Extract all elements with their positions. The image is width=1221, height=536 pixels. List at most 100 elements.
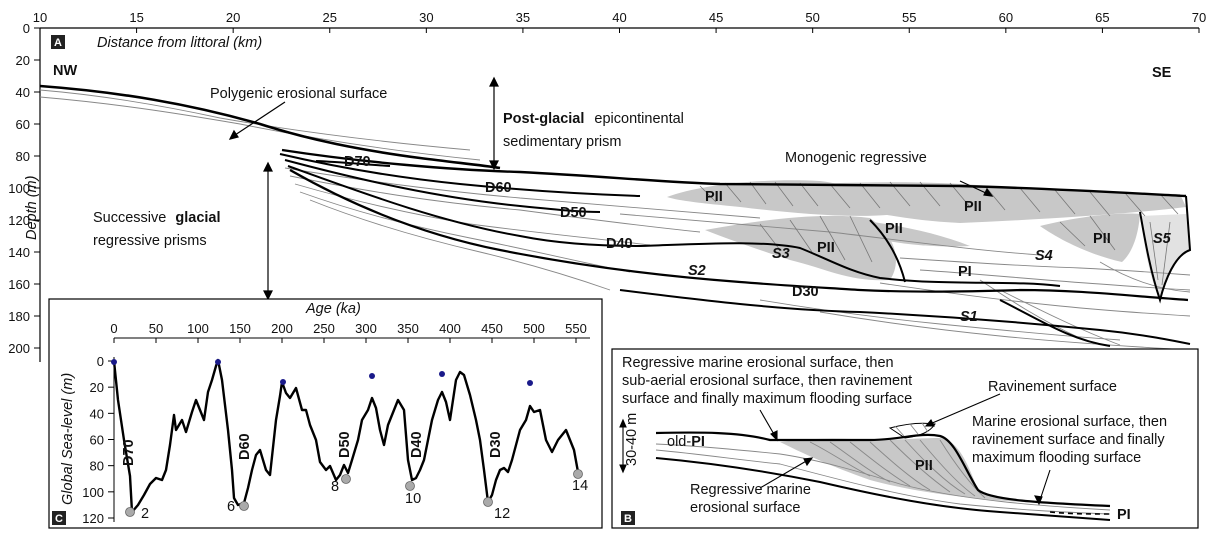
lowstand-marker — [483, 497, 493, 507]
c-x-tick-label: 450 — [481, 321, 503, 336]
successive-text: Successive — [93, 210, 166, 226]
pii-prism — [1040, 213, 1140, 262]
y-tick-label: 120 — [8, 213, 30, 228]
marine-line-3: maximum flooding surface — [972, 450, 1141, 466]
c-x-tick-label: 100 — [187, 321, 209, 336]
c-d40-label: D40 — [409, 431, 425, 458]
c-discontinuity-labels: D70 D60 D50 D40 D30 — [121, 431, 504, 466]
x-tick-label: 35 — [516, 10, 530, 25]
x-tick-label: 60 — [999, 10, 1013, 25]
pii-prism — [760, 182, 1186, 223]
x-tick-label: 20 — [226, 10, 240, 25]
b-text-line-1: Regressive marine erosional surface, the… — [622, 355, 894, 371]
c-d50-label: D50 — [337, 431, 353, 458]
lowstand-markers — [125, 469, 583, 517]
marine-text: Marine erosional surface, then ravinemen… — [972, 414, 1167, 466]
panel-c-letter: C — [55, 513, 63, 525]
lowstand-marker — [405, 481, 415, 491]
panel-letter-box — [51, 35, 65, 49]
b-text-line-2: sub-aerial erosional surface, then ravin… — [622, 373, 912, 389]
x-tick-label: 30 — [419, 10, 433, 25]
old-pi-label: old-PI — [667, 434, 705, 450]
x-tick-label: 65 — [1095, 10, 1109, 25]
marine-line-2: ravinement surface and finally — [972, 432, 1165, 448]
y-tick-label: 60 — [16, 117, 30, 132]
highstand-marker — [527, 380, 533, 386]
d70-line — [315, 160, 391, 167]
b-pii-label: PII — [915, 458, 933, 474]
c-y-tick-label: 80 — [90, 459, 104, 474]
c-y-axis-title: Global Sea-level (m) — [60, 373, 76, 505]
c-x-tick-label: 550 — [565, 321, 587, 336]
highstand-marker — [369, 373, 375, 379]
main-horizons — [39, 84, 1192, 347]
highstand-marker — [215, 359, 221, 365]
se-label: SE — [1152, 65, 1172, 81]
old-pi-prefix: old- — [667, 434, 691, 450]
b-top-text: Regressive marine erosional surface, the… — [622, 355, 912, 407]
stage-10-label: 10 — [405, 491, 421, 507]
y-tick-label: 100 — [8, 181, 30, 196]
y-tick-label: 200 — [8, 341, 30, 356]
s5-front — [1139, 195, 1192, 304]
scale-label: 30-40 m — [624, 413, 640, 466]
x-tick-label: 55 — [902, 10, 916, 25]
post-glacial-bold: Post-glacial — [503, 111, 584, 127]
c-x-tick-label: 350 — [397, 321, 419, 336]
c-d30-label: D30 — [488, 431, 504, 458]
b-pi-label: PI — [1117, 507, 1131, 523]
highstand-marker — [439, 371, 445, 377]
c-y-tick-label: 20 — [90, 380, 104, 395]
y-tick-label: 140 — [8, 245, 30, 260]
old-pi-bold: PI — [691, 434, 705, 450]
c-x-tick-label: 150 — [229, 321, 251, 336]
b-pi-dashed — [1049, 511, 1111, 515]
y-tick-label: 20 — [16, 53, 30, 68]
y-axis-title: Depth (m) — [24, 176, 40, 240]
c-y-tick-label: 40 — [90, 406, 104, 421]
panel-c-letter-box — [52, 511, 66, 525]
regressive-prisms-label: regressive prisms — [93, 233, 207, 249]
d50-label: D50 — [560, 205, 587, 221]
stage-14-label: 14 — [572, 478, 588, 494]
s3-label: S3 — [772, 246, 790, 262]
y-tick-label: 0 — [23, 21, 30, 36]
sedimentary-prism-label: sedimentary prism — [503, 134, 621, 150]
x-tick-label: 50 — [805, 10, 819, 25]
d60-line — [279, 153, 641, 197]
c-y-tick-label: 120 — [82, 511, 104, 526]
c-y-tick-label: 0 — [97, 354, 104, 369]
sequence-labels: S1 S2 S3 S4 S5 — [688, 231, 1172, 325]
glacial-bold: glacial — [175, 210, 220, 226]
c-x-axis-title: Age (ka) — [305, 301, 361, 317]
c-x-tick-label: 300 — [355, 321, 377, 336]
y-tick-label: 40 — [16, 85, 30, 100]
s5-fill — [1140, 214, 1190, 300]
panel-c-frame — [48, 298, 603, 529]
highstand-markers — [111, 359, 533, 386]
pii-label: PII — [964, 199, 982, 215]
discontinuity-labels: D70 D60 D50 D40 D30 — [344, 154, 819, 300]
c-x-tick-label: 50 — [149, 321, 163, 336]
polygenic-label: Polygenic erosional surface — [210, 86, 387, 102]
lowstand-marker — [239, 501, 249, 511]
pii-front — [869, 219, 906, 283]
pii-label: PII — [817, 240, 835, 256]
c-y-tick-label: 60 — [90, 433, 104, 448]
polygenic-surface-line — [39, 84, 501, 170]
nw-label: NW — [53, 63, 77, 79]
stage-2-label: 2 — [141, 506, 149, 522]
d40-label: D40 — [606, 236, 633, 252]
b-reflectors — [655, 422, 1111, 515]
s5-label: S5 — [1153, 231, 1172, 247]
s1-base-line — [619, 289, 1191, 345]
c-x-tick-label: 200 — [271, 321, 293, 336]
d50-line — [284, 159, 601, 213]
y-tick-label: 160 — [8, 277, 30, 292]
internal-reflectors — [39, 89, 1191, 351]
b-top-surface — [655, 431, 1111, 508]
sea-level-curve — [112, 358, 580, 514]
